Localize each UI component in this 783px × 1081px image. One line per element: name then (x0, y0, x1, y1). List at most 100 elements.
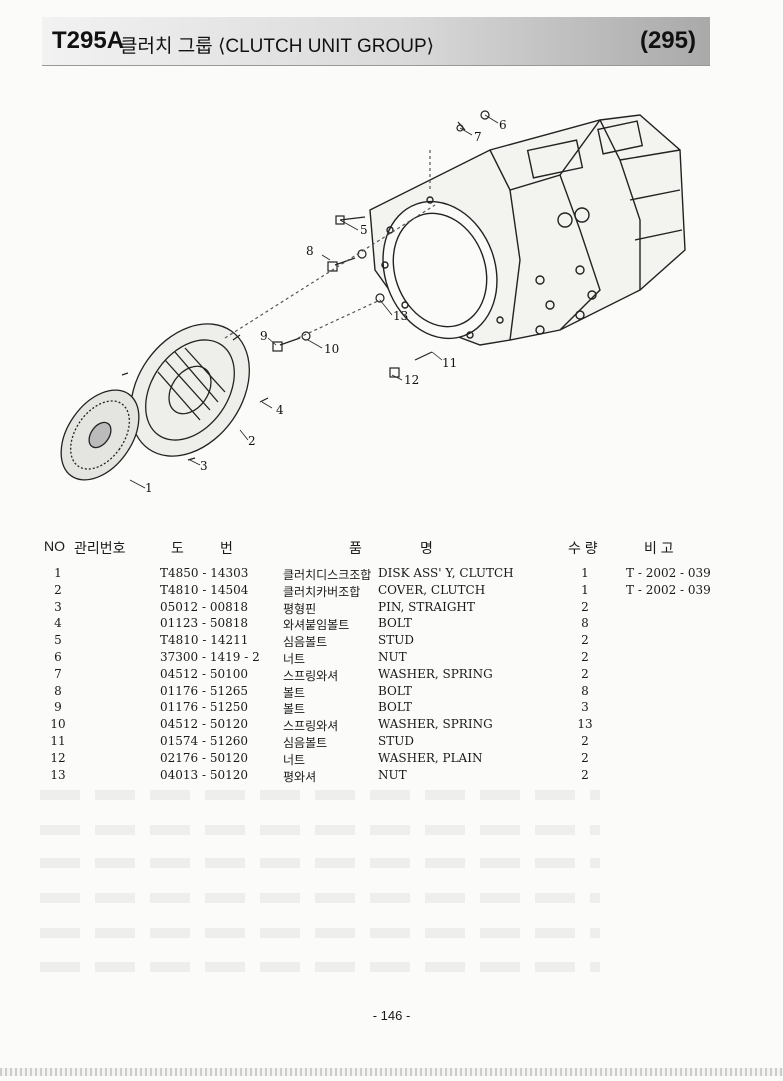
row-name-english: WASHER, SPRING (378, 666, 493, 681)
row-no: 13 (50, 767, 66, 782)
row-part-number: 04013 - 50120 (160, 767, 249, 782)
row-name-korean: 클러치디스크조합 (283, 568, 372, 582)
row-name-english: COVER, CLUTCH (378, 582, 486, 597)
row-name-english: STUD (378, 633, 414, 648)
row-name-english: PIN, STRAIGHT (378, 599, 475, 614)
row-part-number: 01176 - 51250 (160, 700, 249, 715)
row-no: 10 (50, 717, 66, 732)
callout-12: 12 (404, 373, 419, 387)
callout-7: 7 (474, 130, 482, 144)
row-name-korean: 와셔붙임볼트 (283, 618, 350, 633)
callout-3: 3 (200, 459, 208, 473)
row-no: 11 (50, 733, 66, 748)
parts-table-header: NO 관리번호 도 번 품 명 수 량 비 고 (40, 538, 740, 560)
empty-row-placeholder (40, 790, 600, 800)
row-name-korean: 너트 (283, 752, 306, 767)
callout-10: 10 (324, 342, 339, 356)
row-part-number: T4810 - 14211 (160, 633, 249, 648)
callout-6: 6 (499, 118, 507, 132)
row-part-number: 04512 - 50120 (160, 717, 249, 732)
callout-1: 1 (145, 481, 153, 495)
row-quantity: 1 (581, 566, 589, 580)
row-no: 9 (54, 700, 62, 715)
row-quantity: 3 (581, 700, 589, 715)
row-no: 7 (54, 666, 62, 681)
row-part-number: 05012 - 00818 (160, 599, 249, 614)
row-name-english: NUT (378, 649, 407, 664)
header-part-number-b: 번 (220, 540, 233, 556)
row-name-english: BOLT (378, 700, 412, 715)
row-name-korean: 볼트 (283, 702, 306, 717)
page-header: T295A 클러치 그룹 ⟨CLUTCH UNIT GROUP⟩ (295) (42, 17, 710, 66)
header-quantity: 수 량 (568, 540, 598, 556)
row-no: 3 (54, 599, 62, 614)
table-row: 13 04013 - 50120 평와셔 NUT 2 (40, 768, 740, 785)
table-row: 4 01123 - 50818 와셔붙임볼트 BOLT 8 (40, 616, 740, 633)
row-name-english: BOLT (378, 616, 412, 631)
row-no: 2 (54, 582, 62, 597)
scan-edge-strip (0, 1068, 783, 1076)
callout-11: 11 (442, 356, 457, 370)
row-name-korean: 클러치카버조합 (283, 584, 361, 599)
row-part-number: 01123 - 50818 (160, 616, 249, 631)
group-title: 클러치 그룹 ⟨CLUTCH UNIT GROUP⟩ (120, 36, 435, 57)
header-mgmt-number: 관리번호 (74, 540, 126, 556)
row-part-number: 01574 - 51260 (160, 733, 249, 748)
row-no: 1 (54, 566, 62, 580)
row-no: 6 (54, 649, 62, 664)
callout-5: 5 (360, 223, 368, 237)
row-quantity: 2 (581, 649, 589, 664)
row-remark: T - 2002 - 039 (626, 566, 711, 580)
row-quantity: 2 (581, 666, 589, 681)
row-quantity: 13 (577, 717, 593, 732)
row-quantity: 8 (581, 616, 589, 631)
row-name-english: WASHER, SPRING (378, 717, 493, 732)
row-name-english: NUT (378, 767, 407, 782)
header-part-name-a: 품 (349, 540, 362, 556)
row-quantity: 1 (581, 582, 589, 597)
row-no: 8 (54, 683, 62, 698)
table-row: 9 01176 - 51250 볼트 BOLT 3 (40, 700, 740, 717)
row-part-number: 37300 - 1419 - 2 (160, 649, 260, 664)
row-name-korean: 심음볼트 (283, 635, 328, 650)
row-part-number: T4810 - 14504 (160, 582, 249, 597)
row-no: 4 (54, 616, 62, 631)
table-row: 1 T4850 - 14303 클러치디스크조합 DISK ASS' Y, CLUTC… (40, 566, 740, 583)
clutch-cover-drawing (130, 323, 250, 457)
row-quantity: 8 (581, 683, 589, 698)
clutch-disk-drawing (60, 389, 140, 481)
empty-row-placeholder (40, 928, 600, 938)
callout-8: 8 (306, 244, 314, 258)
exploded-view-diagram: 1 2 3 4 5 6 7 8 9 10 11 12 13 (60, 110, 686, 495)
callout-13: 13 (393, 309, 408, 323)
page-number: - 146 - (372, 1008, 411, 1023)
row-quantity: 2 (581, 767, 589, 782)
row-part-number: T4850 - 14303 (160, 566, 249, 580)
header-part-number-a: 도 (171, 540, 184, 556)
table-row: 3 05012 - 00818 평형핀 PIN, STRAIGHT 2 (40, 600, 740, 617)
row-name-korean: 볼트 (283, 685, 306, 700)
callout-2: 2 (248, 434, 256, 448)
row-name-english: STUD (378, 733, 414, 748)
row-name-korean: 평와셔 (283, 769, 317, 784)
row-no: 5 (54, 633, 62, 648)
header-remark: 비 고 (644, 540, 674, 556)
header-part-name-b: 명 (420, 540, 433, 556)
empty-row-placeholder (40, 825, 600, 835)
callout-9: 9 (260, 329, 268, 343)
row-quantity: 2 (581, 599, 589, 614)
row-name-korean: 스프링와셔 (283, 668, 339, 683)
row-part-number: 01176 - 51265 (160, 683, 249, 698)
row-name-english: DISK ASS' Y, CLUTCH (378, 566, 514, 580)
row-quantity: 2 (581, 750, 589, 765)
row-name-korean: 평형핀 (283, 601, 317, 616)
